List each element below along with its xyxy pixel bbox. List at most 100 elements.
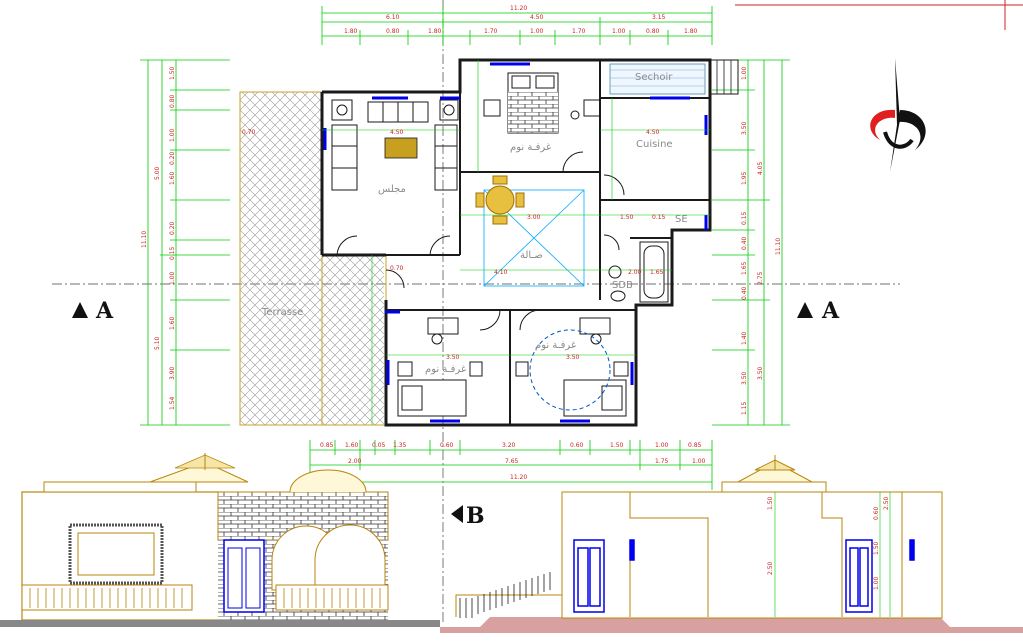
dim-label: 0.40 [741,286,748,300]
dim-label: 1.40 [741,331,748,345]
dim-bottom-total: 11.20 [510,474,527,481]
bottom-left-bedroom [385,269,501,417]
ground-right [440,617,1023,633]
dim-label: 1.80 [684,28,698,35]
bottom-dimensions [309,440,713,490]
dim-label: 2.00 [628,269,642,276]
dim-label: 1.80 [344,28,358,35]
dim-label: 0.80 [386,28,400,35]
dim-label: 1.00 [530,28,544,35]
dim-label: 1.00 [741,66,748,80]
label-majlis: مجلس [378,184,406,195]
dim-label: 1.35 [393,442,407,449]
dim-label: 3.15 [652,14,666,21]
dim-label: 6.10 [386,14,400,21]
dim-label: 1.65 [650,269,664,276]
dim-bottom-row2: 2.00 7.65 1.75 1.00 [348,458,706,465]
door-arc [603,174,625,251]
label-section-a-left: A [95,298,114,324]
dim-label: 0.15 [652,214,666,221]
label-section-a-right: A [821,298,840,324]
dim-label: 2.75 [757,271,764,285]
dim-label: 0.85 [320,442,334,449]
dim-label: 0.60 [873,506,880,520]
sechoir [609,59,739,95]
label-sdb: SDB [612,280,633,291]
dim-label: 1.00 [873,576,880,590]
dim-label: 0.20 [169,221,176,235]
dim-label: 2.50 [767,561,774,575]
dim-label: 3.00 [527,214,541,221]
dim-label: 0.80 [169,94,176,108]
dim-label: 3.90 [169,366,176,380]
dim-label: 1.65 [741,261,748,275]
dim-label: 1.70 [484,28,498,35]
elevation-side-dim-labels: 1.50 2.50 0.60 1.50 2.50 1.00 [767,496,890,590]
dim-label: 4.50 [530,14,544,21]
ground-left [0,620,440,627]
dim-left-outer: 11.10 [141,231,148,248]
dim-label: 2.00 [348,458,362,465]
majlis-furniture [331,99,459,257]
dim-label: 4.05 [757,161,764,175]
dim-label: 1.80 [428,28,442,35]
dim-label: 1.54 [169,396,176,410]
dim-label: 0.70 [390,265,404,272]
label-se: SE [675,214,688,225]
label-sechoir: Sechoir [635,72,673,83]
dim-label: 0.60 [570,442,584,449]
dim-label: 1.50 [620,214,634,221]
dim-right-mid: 4.05 2.75 3.50 [757,161,764,380]
windows [323,62,708,423]
dim-label: 1.00 [655,442,669,449]
dining-table [475,175,525,225]
dim-label: 1.00 [169,271,176,285]
label-terrasse: Terrasse [261,307,303,318]
dim-label: 0.70 [242,129,256,136]
elevation-front-balusters [29,588,381,608]
dim-label: 5.00 [154,166,161,180]
dim-label: 0.60 [440,442,454,449]
dim-label: 1.60 [169,316,176,330]
dim-right-inner: 1.00 3.50 1.95 0.15 0.40 1.65 0.40 1.40 … [741,66,748,415]
dim-label: 1.50 [767,496,774,510]
dim-left-inner: 1.50 0.80 1.00 0.20 1.60 0.20 0.15 1.00 … [169,66,176,410]
section-marker-a-right [797,302,813,318]
terrasse [239,91,387,426]
dim-label: 7.65 [505,458,519,465]
left-dimensions [140,59,230,426]
dim-label: 0.80 [646,28,660,35]
section-marker-b [451,505,463,523]
majlis-table [384,137,418,159]
dim-label: 2.50 [883,496,890,510]
dim-label: 1.00 [612,28,626,35]
dim-label: 0.85 [688,442,702,449]
dim-label: 0.40 [741,236,748,250]
dim-label: 3.50 [741,371,748,385]
dim-label: 0.20 [169,151,176,165]
dim-label: 1.50 [610,442,624,449]
dim-label: 1.15 [741,401,748,415]
dim-label: 1.70 [572,28,586,35]
label-chambre-top: غرفـة نوم [510,142,551,153]
dim-label: 3.50 [741,121,748,135]
label-section-b: B [466,503,485,529]
dim-left-mid: 5.00 5.10 [154,166,161,350]
section-marker-a-left [72,302,88,318]
dim-label: 4.50 [646,129,660,136]
label-chambre-left: غرفـة نوم [425,364,466,375]
dim-label: 1.00 [692,458,706,465]
elevation-side-stair-rail [459,572,551,618]
dim-label: 1.60 [169,171,176,185]
dim-right-outer: 11.10 [775,238,782,255]
label-cuisine: Cuisine [636,139,673,150]
bathroom [608,241,669,303]
label-salle: صـالة [520,250,543,261]
dim-label: 3.50 [566,354,580,361]
dim-label: 3.50 [446,354,460,361]
north-arrow-icon [870,58,926,172]
elevation-side-dimensions [774,492,891,617]
dim-label: 4.10 [494,269,508,276]
interior-dim-labels: 4.50 3.00 4.50 4.10 3.50 3.50 1.50 0.15 … [242,129,666,361]
